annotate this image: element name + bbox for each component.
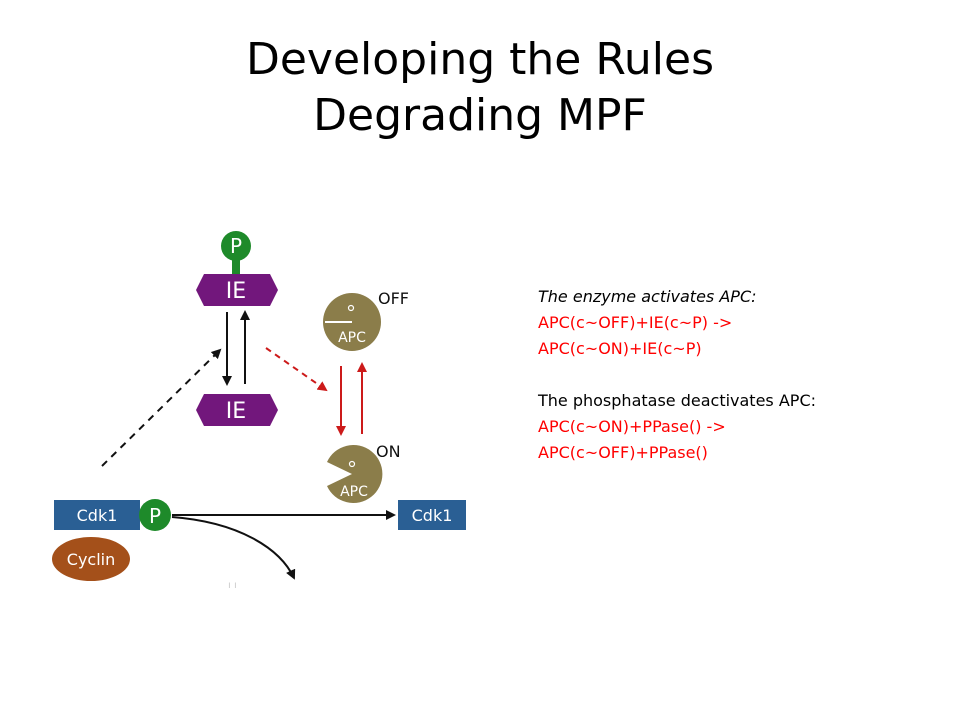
- slide-title-line-1: Developing the Rules: [245, 34, 715, 85]
- cdk1-left-label: Cdk1: [77, 506, 118, 525]
- slide-title: Developing the Rules Degrading MPF: [0, 32, 960, 144]
- faint-mark: ı ı: [228, 580, 237, 591]
- cdk1-activates-ie-dashed-arrow: [101, 348, 222, 467]
- ie-top-node: IE: [196, 274, 278, 306]
- phosphate-stem: [232, 256, 240, 274]
- ie-phosphate-group: P: [221, 231, 251, 274]
- activation-rule-line-2: APC(c~ON)+IE(c~P): [538, 339, 702, 358]
- ie-phosphate-label: P: [230, 234, 242, 258]
- cdk1-left-box: [54, 500, 140, 530]
- apc-on-shape: [327, 444, 383, 503]
- deactivation-caption: The phosphatase deactivates APC:: [538, 391, 816, 410]
- ie-phosphate-circle: [221, 231, 251, 261]
- ie-top-label: IE: [226, 279, 246, 304]
- ie-bottom-node: IE: [196, 394, 278, 426]
- ie-bottom-label: IE: [226, 399, 246, 424]
- apc-on-dot: [348, 460, 356, 468]
- deactivation-rule-line-1: APC(c~ON)+PPase() ->: [538, 417, 726, 436]
- notes-spacer: [538, 362, 938, 388]
- cdk1-right-label: Cdk1: [412, 506, 453, 525]
- cdk1-phosphate-label: P: [149, 504, 161, 528]
- activation-caption: The enzyme activates APC:: [538, 287, 757, 306]
- activation-rule-line-1: APC(c~OFF)+IE(c~P) ->: [538, 313, 733, 332]
- apc-on-state-label: ON: [376, 442, 401, 461]
- cdk1-right-box: [398, 500, 466, 530]
- ie-bottom-shape: [196, 394, 278, 426]
- cyclin-label: Cyclin: [67, 550, 115, 569]
- apc-off-label: APC: [338, 330, 366, 346]
- cdk1-phosphate-circle: [139, 499, 171, 531]
- apc-on-node: APC ON: [327, 442, 401, 503]
- ie-top-shape: [196, 274, 278, 306]
- mpf-complex-left: Cdk1 P Cyclin: [52, 499, 171, 581]
- deactivation-rule-line-2: APC(c~OFF)+PPase(): [538, 443, 708, 462]
- slide-title-line-2: Degrading MPF: [313, 90, 647, 141]
- rules-notes: The enzyme activates APC: APC(c~OFF)+IE(…: [538, 284, 938, 466]
- cdk1-product-node: Cdk1: [398, 500, 466, 530]
- cyclin-degraded-curved-arrow: [171, 516, 296, 580]
- ie-activates-apc-dashed-arrow: [265, 347, 328, 392]
- apc-off-dot: [347, 304, 355, 312]
- apc-off-node: APC OFF: [323, 289, 409, 351]
- cyclin-ellipse: [52, 537, 130, 581]
- apc-off-state-label: OFF: [378, 289, 409, 308]
- apc-on-label: APC: [340, 484, 368, 500]
